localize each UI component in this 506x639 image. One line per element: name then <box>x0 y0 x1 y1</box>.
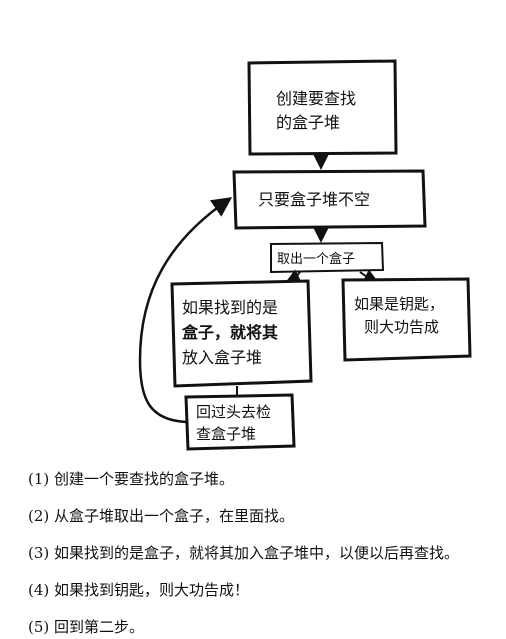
if-key-line-1: 如果是钥匙， <box>354 295 444 313</box>
if-key-node: 如果是钥匙， 则大功告成 <box>341 277 472 362</box>
flowchart: 创建要查找 的盒子堆 只要盒子堆不空 取出一个盒子 如果找到的是 盒子，就将其 … <box>138 59 472 451</box>
create-pile-line-2: 的盒子堆 <box>276 113 340 132</box>
loop-condition-node: 只要盒子堆不空 <box>232 169 427 230</box>
step-3: (3) 如果找到的是盒子，就将其加入盒子堆中，以便以后再查找。 <box>28 544 460 562</box>
if-box-line-1: 如果找到的是 <box>182 298 278 317</box>
step-4: (4) 如果找到钥匙，则大功告成！ <box>28 581 250 599</box>
step-2: (2) 从盒子堆取出一个盒子，在里面找。 <box>28 507 295 525</box>
take-box-label: 取出一个盒子 <box>277 251 355 267</box>
if-box-line-2: 盒子，就将其 <box>182 323 278 342</box>
if-box-line-3: 放入盒子堆 <box>182 348 262 367</box>
go-back-line-2: 查盒子堆 <box>196 425 256 443</box>
loop-back-arrow <box>138 197 233 424</box>
go-back-line-1: 回过头去检 <box>196 403 271 421</box>
if-key-line-2: 则大功告成 <box>364 318 439 336</box>
take-box-node: 取出一个盒子 <box>270 241 385 274</box>
if-box-node: 如果找到的是 盒子，就将其 放入盒子堆 <box>170 279 313 388</box>
step-5: (5) 回到第二步。 <box>28 618 145 636</box>
create-pile-node: 创建要查找 的盒子堆 <box>247 59 398 156</box>
create-pile-line-1: 创建要查找 <box>276 89 356 108</box>
go-back-node: 回过头去检 查盒子堆 <box>184 393 296 451</box>
loop-condition-label: 只要盒子堆不空 <box>258 190 370 209</box>
step-1: (1) 创建一个要查找的盒子堆。 <box>28 470 235 488</box>
